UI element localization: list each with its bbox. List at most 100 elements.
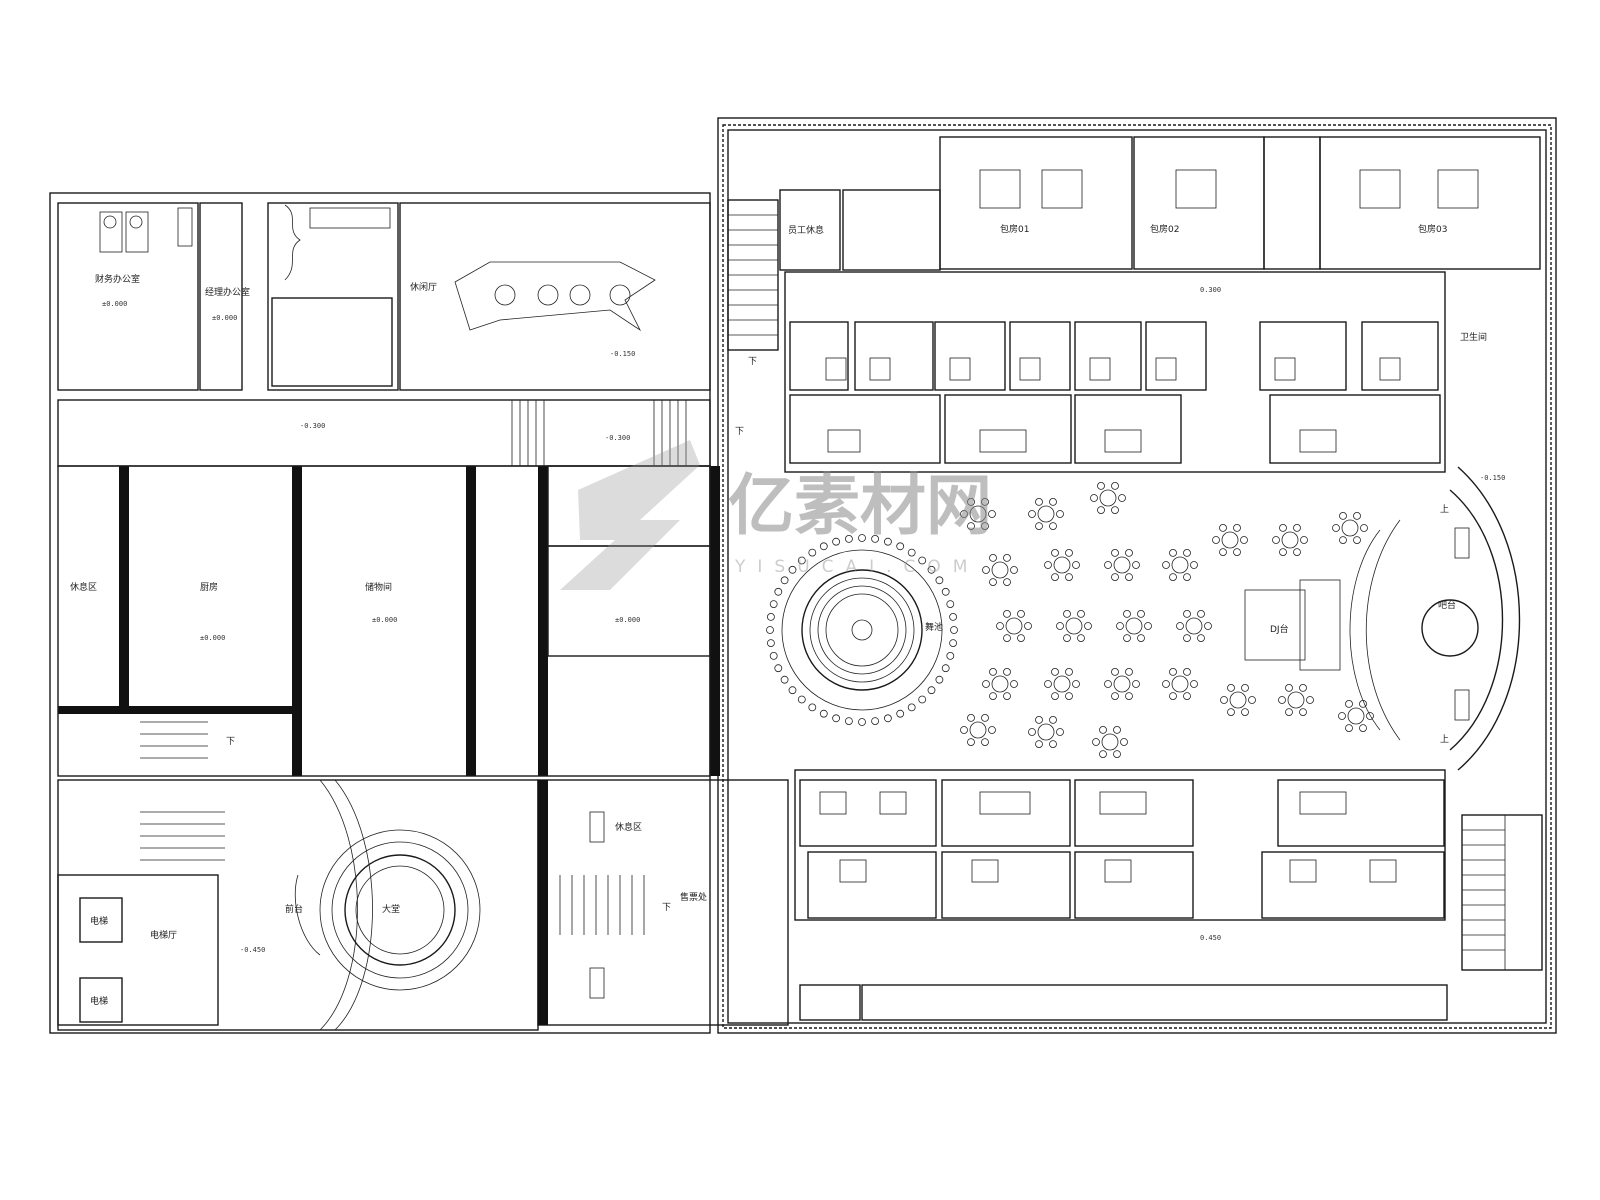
table-group <box>1056 610 1092 642</box>
elevation-mark: -0.300 <box>605 434 630 442</box>
room-label-vip-room-2: 包房02 <box>1150 223 1179 235</box>
elevation-mark: ±0.000 <box>212 314 237 322</box>
stage-chair <box>858 718 866 726</box>
table-group <box>1116 610 1152 642</box>
bottom-left <box>57 721 539 1031</box>
room-label-dj: DJ台 <box>1270 623 1289 635</box>
stage-chair <box>769 600 778 608</box>
stage-chair <box>819 542 828 551</box>
watermark: 亿素材网 YISUCAI.COM <box>560 440 992 590</box>
right-stair <box>1461 814 1543 971</box>
stage-chair <box>832 714 840 723</box>
table-group <box>960 497 996 530</box>
table-group <box>1338 700 1374 732</box>
room-label-main-stage: 舞池 <box>925 621 943 633</box>
room-label-lounge: 休息区 <box>615 821 642 833</box>
table-group <box>1220 684 1256 716</box>
watermark-title: 亿素材网 <box>728 467 992 544</box>
stage-chair <box>766 626 774 634</box>
room-label-vip-room-3: 包房03 <box>1418 223 1447 235</box>
stage-chair <box>884 537 892 546</box>
table-group <box>982 668 1018 700</box>
room-label-lobby: 大堂 <box>382 903 400 915</box>
elevation-marks: ±0.000 ±0.000 -0.300 -0.300 -0.150 ±0.00… <box>102 286 1505 954</box>
stair-mark-up: 上 <box>1440 734 1449 745</box>
stair-marks: 下 下 下 下 上 上 <box>226 357 1449 913</box>
room-label-lift-2: 电梯 <box>90 995 108 1007</box>
table-group <box>1090 481 1126 515</box>
room-label-kitchen: 厨房 <box>200 581 218 593</box>
stage-chair <box>946 652 955 660</box>
main-hall <box>781 466 1521 771</box>
outer-walls <box>49 117 1557 1034</box>
stage-chair <box>769 652 778 660</box>
stage-chair <box>780 576 789 585</box>
stage-chair <box>941 587 950 596</box>
elevation-mark: ±0.000 <box>200 634 225 642</box>
elevation-mark: -0.450 <box>240 946 265 954</box>
stair-mark-up: 上 <box>1440 504 1449 515</box>
bottom-middle <box>537 779 789 1026</box>
stage-chair <box>858 534 866 542</box>
stage-chair <box>950 626 958 634</box>
room-label-ticket: 售票处 <box>680 891 707 903</box>
stage-chair <box>871 535 879 543</box>
room-label-staff-room: 员工休息 <box>788 224 824 236</box>
stage-chair <box>808 548 817 557</box>
stage-chair <box>871 717 879 725</box>
stair-mark-down: 下 <box>735 427 744 437</box>
table-group <box>1332 512 1368 544</box>
stage-chair <box>808 703 817 712</box>
stage-chair <box>946 600 955 608</box>
table-group <box>1104 668 1140 700</box>
stage-chair <box>845 535 853 543</box>
room-label-vip-room-1: 包房01 <box>1000 223 1029 235</box>
table-group <box>960 714 996 746</box>
table-group <box>1028 716 1064 748</box>
room-label-manager: 经理办公室 <box>205 286 250 298</box>
stage-chair <box>918 556 927 565</box>
stage-chair <box>774 664 783 673</box>
elevation-mark: ±0.000 <box>102 300 127 308</box>
stage-chair <box>927 565 936 574</box>
stage-chair <box>767 613 775 621</box>
stage-chair <box>896 709 905 718</box>
table-groups <box>766 481 1374 758</box>
stage-chair <box>788 565 797 574</box>
stage-chair <box>935 675 944 684</box>
elevation-mark: 0.300 <box>1200 286 1221 294</box>
stage-chair <box>767 639 775 647</box>
watermark-subtitle: YISUCAI.COM <box>734 557 979 577</box>
room-label-lift-1: 电梯 <box>90 915 108 927</box>
stage-chair <box>941 664 950 673</box>
booths-bottom <box>794 769 1448 1021</box>
stage-chair <box>797 556 806 565</box>
table-group <box>982 554 1018 586</box>
booths-top <box>784 271 1446 473</box>
stage-chair <box>927 686 936 695</box>
stage-chair <box>907 703 916 712</box>
elevation-mark: 0.450 <box>1200 934 1221 942</box>
table-group <box>1044 549 1080 581</box>
stage-chair <box>788 686 797 695</box>
table-group <box>1162 549 1198 581</box>
table-group <box>1278 684 1314 716</box>
room-label-leisure: 休闲厅 <box>410 281 437 293</box>
stair-mark-down: 下 <box>748 357 757 367</box>
table-group <box>1028 497 1064 530</box>
room-label-elevator-hall: 电梯厅 <box>150 929 177 941</box>
elevation-mark: -0.300 <box>300 422 325 430</box>
stage-chair <box>949 639 957 647</box>
stair-mark-down: 下 <box>226 737 235 747</box>
stage-chair <box>819 709 828 718</box>
stage-chair <box>884 714 892 723</box>
top-right-stair <box>727 199 779 351</box>
table-group <box>1272 524 1308 556</box>
elevation-mark: ±0.000 <box>615 616 640 624</box>
room-labels: 包房01 包房02 包房03 员工休息 卫生间 财务办公室 经理办公室 休闲厅 … <box>70 223 1487 1007</box>
top-right-private-rooms <box>779 136 1541 271</box>
table-group <box>1044 668 1080 700</box>
room-label-reception: 前台 <box>285 903 303 915</box>
room-label-office: 财务办公室 <box>95 273 140 285</box>
